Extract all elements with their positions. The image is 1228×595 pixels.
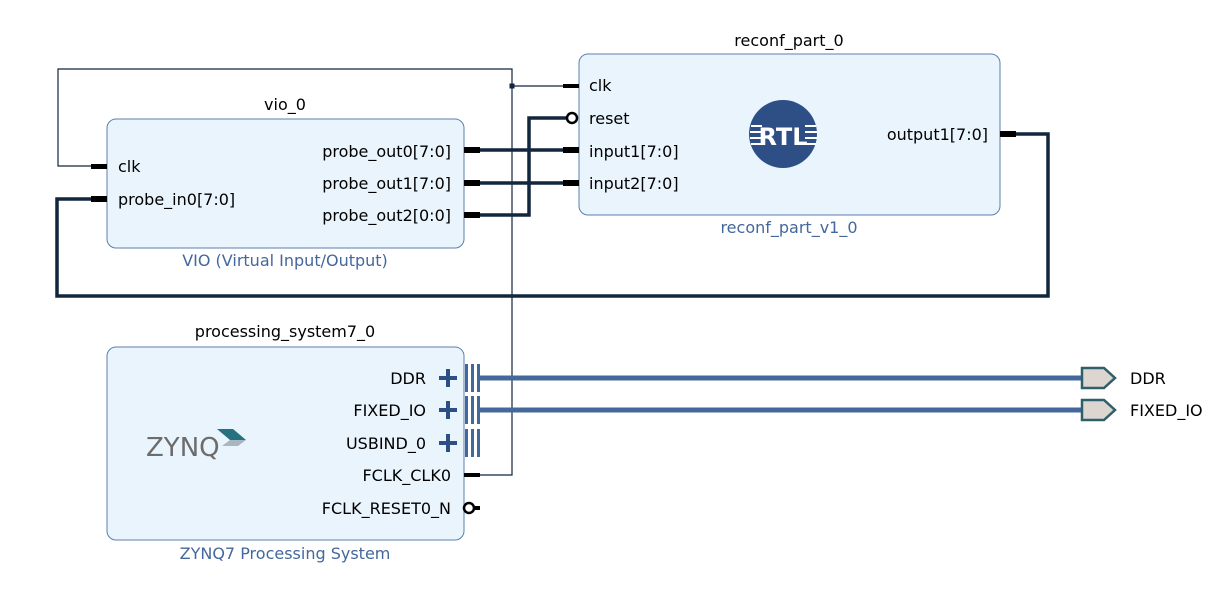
external-port-ddr-label: DDR <box>1130 369 1166 388</box>
ps7-pin-ddr-label: DDR <box>390 369 426 388</box>
ps7-pin-usbind-label: USBIND_0 <box>346 434 426 454</box>
vio-pin-probe-out1-label: probe_out1[7:0] <box>322 174 451 194</box>
ps7-instance-name: processing_system7_0 <box>195 322 375 342</box>
vio-pin-probe-out2-stub[interactable] <box>464 212 480 218</box>
external-port-fixed-io-label: FIXED_IO <box>1130 401 1203 421</box>
reconf-pin-reset-label: reset <box>589 109 630 128</box>
reconf-pin-clk-label: clk <box>589 76 612 95</box>
vio-pin-probe-out0-stub[interactable] <box>464 147 480 153</box>
ps7-pin-fclk-reset0-n-label: FCLK_RESET0_N <box>322 499 451 519</box>
external-port-ddr[interactable]: DDR <box>1080 366 1166 390</box>
net-probe-out2-to-reset[interactable] <box>480 116 566 217</box>
net-fclk-clk0[interactable] <box>466 85 580 476</box>
net-output1-to-probe-in0[interactable] <box>55 132 1050 298</box>
external-port-icon[interactable] <box>1080 366 1117 390</box>
net-junction-dot <box>509 83 515 89</box>
reconf-pin-input1-label: input1[7:0] <box>589 142 679 161</box>
reconf-pin-output1-label: output1[7:0] <box>887 125 988 144</box>
external-port-icon[interactable] <box>1080 398 1117 422</box>
reconf-ip-name: reconf_part_v1_0 <box>720 218 857 238</box>
zynq-logo-text: ZYNQ <box>146 433 220 463</box>
reconf-pin-output1-stub[interactable] <box>1000 131 1016 137</box>
reconf-pin-input1-stub[interactable] <box>563 147 579 153</box>
ps7-ip-name: ZYNQ7 Processing System <box>180 544 391 563</box>
ps7-pin-fclk-clk0-stub[interactable] <box>464 473 480 477</box>
rtl-badge-icon: RTL <box>749 100 817 168</box>
ps7-pin-usbind-bus-stub[interactable] <box>465 429 480 457</box>
reconf-pin-clk-stub[interactable] <box>563 84 579 88</box>
ps7-pin-fclk-reset0-n-stub <box>474 506 480 510</box>
nets <box>55 68 1082 476</box>
zynq-logo-icon: ZYNQ <box>146 429 246 463</box>
vio-block[interactable]: vio_0 VIO (Virtual Input/Output) clk pro… <box>91 95 480 270</box>
net-clk-to-vio[interactable] <box>57 68 513 167</box>
inverted-pin-bubble-icon[interactable] <box>565 111 579 125</box>
rtl-badge-text: RTL <box>758 123 807 151</box>
external-port-fixed-io[interactable]: FIXED_IO <box>1080 398 1203 422</box>
ps7-pin-fclk-clk0-label: FCLK_CLK0 <box>362 466 451 486</box>
reconf-instance-name: reconf_part_0 <box>734 31 843 51</box>
vio-pin-probe-out0-label: probe_out0[7:0] <box>322 142 451 162</box>
plus-icon[interactable] <box>439 434 457 452</box>
reconf-block[interactable]: reconf_part_0 reconf_part_v1_0 clk reset… <box>563 31 1016 238</box>
vio-pin-probe-in0-label: probe_in0[7:0] <box>118 190 235 210</box>
ps7-pin-ddr-bus-stub[interactable] <box>465 364 480 392</box>
ps7-pin-fixed-io-bus-stub[interactable] <box>465 396 480 424</box>
vio-pin-clk-stub[interactable] <box>91 164 107 169</box>
ps7-block-body[interactable] <box>106 346 465 541</box>
reconf-pin-input2-stub[interactable] <box>563 180 579 186</box>
vio-ip-name: VIO (Virtual Input/Output) <box>182 251 388 270</box>
vio-instance-name: vio_0 <box>264 95 306 115</box>
ps7-block[interactable]: processing_system7_0 ZYNQ7 Processing Sy… <box>106 322 480 563</box>
reconf-pin-input2-label: input2[7:0] <box>589 174 679 193</box>
vio-pin-probe-in0-stub[interactable] <box>91 196 107 202</box>
vio-pin-probe-out2-label: probe_out2[0:0] <box>322 206 451 226</box>
ps7-pin-fixed-io-label: FIXED_IO <box>353 401 426 421</box>
vio-pin-clk-label: clk <box>118 157 141 176</box>
inverted-pin-bubble-icon[interactable] <box>462 501 476 515</box>
plus-icon[interactable] <box>439 369 457 387</box>
vio-pin-probe-out1-stub[interactable] <box>464 180 480 186</box>
plus-icon[interactable] <box>439 401 457 419</box>
